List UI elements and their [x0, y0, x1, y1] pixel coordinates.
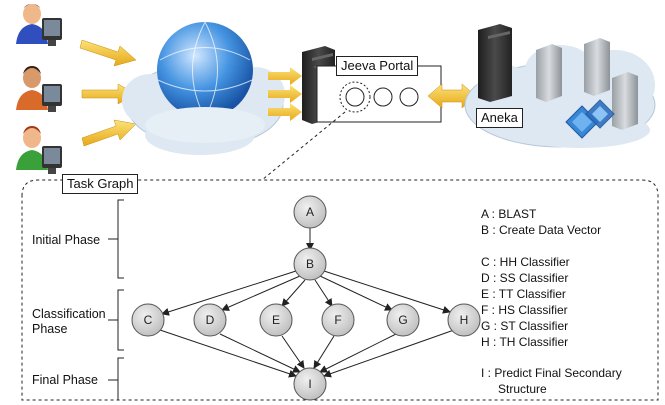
- edge-b-h: [323, 270, 451, 314]
- network-switch-icon: [565, 99, 615, 139]
- cloud-to-portal-arrows: [268, 67, 302, 121]
- node-i: [293, 367, 327, 401]
- node-h-label: H: [460, 313, 469, 327]
- initial-phase-label: Initial Phase: [32, 233, 101, 247]
- initial-phase-brace: [108, 199, 124, 279]
- worker-server-icon-2: [584, 38, 610, 96]
- graph-nodes: [131, 195, 481, 401]
- node-h: [447, 303, 481, 337]
- edge-b-d: [221, 275, 301, 311]
- user-to-cloud-arrow-3: [81, 119, 137, 147]
- legend-c: C : HH Classifier: [481, 255, 570, 269]
- edge-c-i: [159, 329, 297, 378]
- legend-h: H : TH Classifier: [481, 335, 569, 349]
- node-i-label: I: [308, 377, 311, 391]
- edge-g-i: [319, 333, 397, 373]
- edge-b-f: [314, 279, 333, 307]
- node-c-label: C: [144, 313, 153, 327]
- worker-server-icon-1: [536, 44, 562, 102]
- portal-slot-highlight: [339, 81, 371, 113]
- node-a-label: A: [306, 205, 314, 219]
- edge-f-i: [313, 335, 335, 369]
- edge-b-e: [281, 279, 306, 307]
- edge-b-c: [161, 270, 297, 316]
- legend-f: F : HS Classifier: [481, 303, 568, 317]
- node-b: [293, 247, 327, 281]
- node-f: [321, 303, 355, 337]
- legend-a: A : BLAST: [481, 207, 537, 221]
- portal-slot-2: [373, 87, 393, 107]
- globe-icon: [145, 21, 265, 143]
- legend-g: G : ST Classifier: [481, 319, 569, 333]
- graph-edges: [159, 228, 455, 378]
- node-e-label: E: [272, 313, 280, 327]
- task-graph-frame: [21, 179, 659, 401]
- jeeva-portal-label: Jeeva Portal: [336, 56, 419, 76]
- worker-server-icon-3: [612, 72, 638, 130]
- user-computer-icon-2: [16, 66, 62, 112]
- node-d-label: D: [206, 313, 215, 327]
- edge-d-i: [219, 333, 301, 373]
- legend-e: E : TT Classifier: [481, 287, 566, 301]
- user-computer-icon-1: [16, 4, 62, 46]
- portal-slot-3: [399, 87, 419, 107]
- node-b-label: B: [306, 257, 314, 271]
- node-g: [386, 303, 420, 337]
- node-e: [259, 303, 293, 337]
- node-g-label: G: [398, 313, 407, 327]
- final-phase-label: Final Phase: [32, 373, 99, 387]
- legend-b: B : Create Data Vector: [481, 223, 602, 237]
- portal-slot-1: [345, 87, 365, 107]
- node-f-label: F: [334, 313, 341, 327]
- final-phase-brace: [108, 357, 124, 400]
- classification-phase-label-line2: Phase: [32, 322, 68, 336]
- aneka-master-server-icon: [478, 24, 512, 102]
- node-c: [131, 303, 165, 337]
- user-computer-icon-3: [16, 126, 62, 174]
- edge-h-i: [323, 329, 455, 378]
- edge-e-i: [281, 335, 305, 369]
- legend-i-line2: Structure: [498, 382, 547, 396]
- node-a: [293, 195, 327, 229]
- classification-phase-brace: [108, 289, 124, 351]
- graph-node-labels: A B C D E F G H I: [144, 205, 469, 391]
- edge-b-g: [319, 275, 393, 311]
- classification-phase-label-line1: Classification: [32, 307, 106, 321]
- task-graph-label: Task Graph: [62, 174, 139, 194]
- node-d: [193, 303, 227, 337]
- legend-d: D : SS Classifier: [481, 271, 569, 285]
- legend-i-line1: I : Predict Final Secondary: [481, 366, 622, 380]
- user-to-cloud-arrow-1: [79, 39, 137, 67]
- aneka-label: Aneka: [476, 108, 523, 128]
